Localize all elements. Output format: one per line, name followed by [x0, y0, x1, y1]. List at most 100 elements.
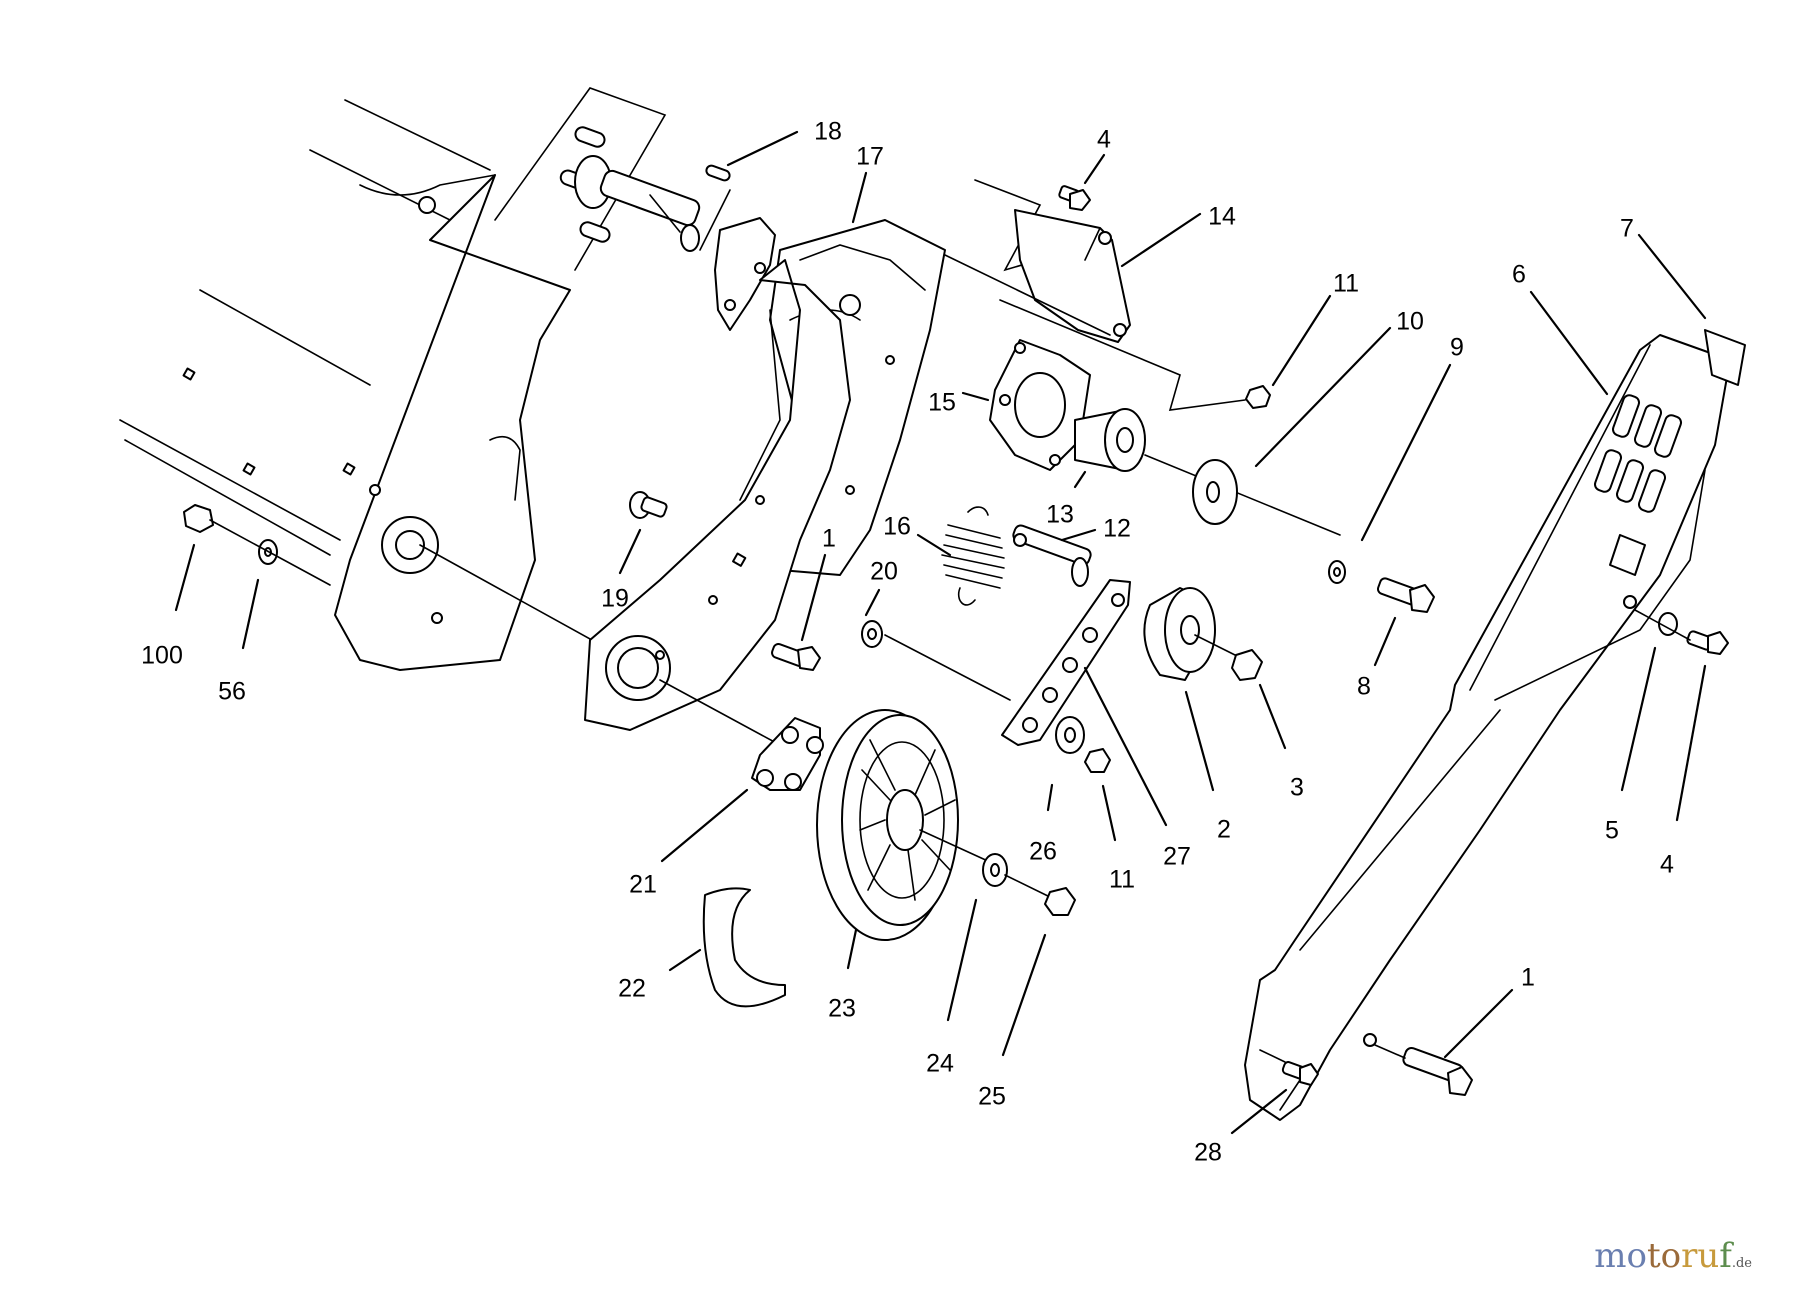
- bearing-flange-21: [751, 717, 824, 791]
- leader-line-c15: [961, 391, 990, 402]
- bearing-flange-15: [989, 339, 1091, 471]
- nut-25: [1044, 887, 1076, 916]
- callout-label-c16: 16: [883, 513, 911, 541]
- leader-line-c21: [660, 788, 749, 863]
- callout-label-c4a: 4: [1097, 126, 1111, 154]
- bearing-13: [1074, 408, 1146, 472]
- callout-label-c19: 19: [601, 585, 629, 613]
- callout-label-c14: 14: [1208, 203, 1236, 231]
- leader-line-c2: [1184, 690, 1215, 792]
- leader-line-c1b: [1443, 988, 1514, 1059]
- leader-line-c14: [1120, 212, 1202, 268]
- callout-label-c11b: 11: [1109, 866, 1135, 894]
- callout-label-c5: 5: [1605, 817, 1619, 845]
- callout-label-c27: 27: [1163, 843, 1191, 871]
- decal-7: [1704, 329, 1746, 386]
- callout-label-c13: 13: [1046, 501, 1074, 529]
- leader-line-c13: [1073, 470, 1087, 489]
- washer-20: [861, 620, 883, 648]
- callout-label-c7: 7: [1620, 215, 1634, 243]
- callout-label-c15: 15: [928, 389, 956, 417]
- belt-cover-6: [1244, 334, 1731, 1121]
- callout-label-c6: 6: [1512, 261, 1526, 289]
- callout-label-c100: 100: [141, 642, 183, 670]
- leader-line-c5: [1620, 646, 1657, 792]
- leader-line-c11b: [1101, 784, 1117, 842]
- leader-line-c9: [1360, 363, 1452, 542]
- leader-line-c3: [1258, 683, 1287, 750]
- callout-label-c9: 9: [1450, 334, 1464, 362]
- washer-24: [982, 853, 1008, 887]
- callout-leaders: [174, 130, 1707, 1135]
- callout-label-c25: 25: [978, 1083, 1006, 1111]
- leader-line-c10: [1254, 326, 1392, 468]
- leader-line-c22: [668, 948, 702, 972]
- callout-label-c24: 24: [926, 1050, 954, 1078]
- bolt-1-right: [1402, 1046, 1473, 1096]
- leader-line-c16: [916, 533, 952, 557]
- auger-housing: [119, 99, 611, 671]
- leader-line-c23: [846, 928, 858, 970]
- leader-line-c20: [864, 588, 881, 617]
- leader-line-c27: [1083, 666, 1168, 827]
- callout-label-c1b: 1: [1521, 964, 1535, 992]
- leader-line-c24: [946, 898, 978, 1022]
- nut-3: [1231, 649, 1263, 681]
- callout-label-c23: 23: [828, 995, 856, 1023]
- drive-pulley-23: [816, 709, 959, 941]
- callout-label-c8: 8: [1357, 673, 1371, 701]
- shaft-assembly: [494, 87, 776, 331]
- callout-label-c17: 17: [856, 143, 884, 171]
- leader-line-c7: [1637, 233, 1707, 320]
- callout-label-c11a: 11: [1333, 270, 1359, 298]
- bolt-8: [1376, 577, 1435, 613]
- bracket-14: [974, 179, 1131, 343]
- shoulder-bolt-12: [1012, 524, 1092, 587]
- washer-9: [1328, 560, 1346, 584]
- callout-label-c26: 26: [1029, 838, 1057, 866]
- leader-line-c11a: [1271, 294, 1332, 387]
- drive-plate: [584, 259, 851, 746]
- bolt-1-left: [771, 643, 821, 671]
- callout-label-c21: 21: [629, 871, 657, 899]
- leader-line-c26: [1046, 783, 1054, 812]
- nut-11-lower: [1084, 748, 1111, 773]
- callout-label-c3: 3: [1290, 774, 1304, 802]
- washer-10: [1192, 459, 1238, 525]
- leader-line-c56: [241, 578, 260, 650]
- leader-line-c17: [851, 171, 868, 224]
- callout-label-c56: 56: [218, 678, 246, 706]
- watermark-logo: motoruf.de: [1594, 1236, 1752, 1276]
- idler-pulley-2: [1143, 587, 1216, 681]
- bolt-4-right: [1686, 630, 1729, 655]
- callout-label-c1a: 1: [822, 525, 836, 553]
- callout-label-c20: 20: [870, 558, 898, 586]
- nut-11-upper: [1245, 385, 1271, 409]
- callout-label-c4b: 4: [1660, 851, 1674, 879]
- callout-label-c22: 22: [618, 975, 646, 1003]
- leader-line-c12: [1060, 528, 1097, 542]
- leader-line-c4b: [1675, 664, 1707, 822]
- bolt-19: [629, 491, 668, 519]
- callout-label-c12: 12: [1103, 515, 1131, 543]
- hex-nut-100: [183, 504, 214, 533]
- leader-line-c8: [1373, 616, 1397, 667]
- callout-label-c18: 18: [814, 118, 842, 146]
- screw-28: [1281, 1061, 1319, 1086]
- leader-line-c18: [726, 130, 799, 167]
- leader-line-c1a: [800, 553, 827, 642]
- leader-line-c6: [1529, 290, 1609, 396]
- leader-line-c4a: [1083, 153, 1106, 185]
- belt-22: [702, 887, 786, 1008]
- callout-label-c10: 10: [1396, 308, 1424, 336]
- callout-label-c28: 28: [1194, 1139, 1222, 1167]
- leader-line-c19: [618, 528, 642, 575]
- bolt-4-upper: [1058, 185, 1091, 211]
- spring-16: [941, 506, 1005, 606]
- leader-line-c100: [174, 543, 196, 612]
- key-18: [705, 164, 731, 182]
- callout-label-c2: 2: [1217, 816, 1231, 844]
- leader-line-c25: [1001, 933, 1047, 1057]
